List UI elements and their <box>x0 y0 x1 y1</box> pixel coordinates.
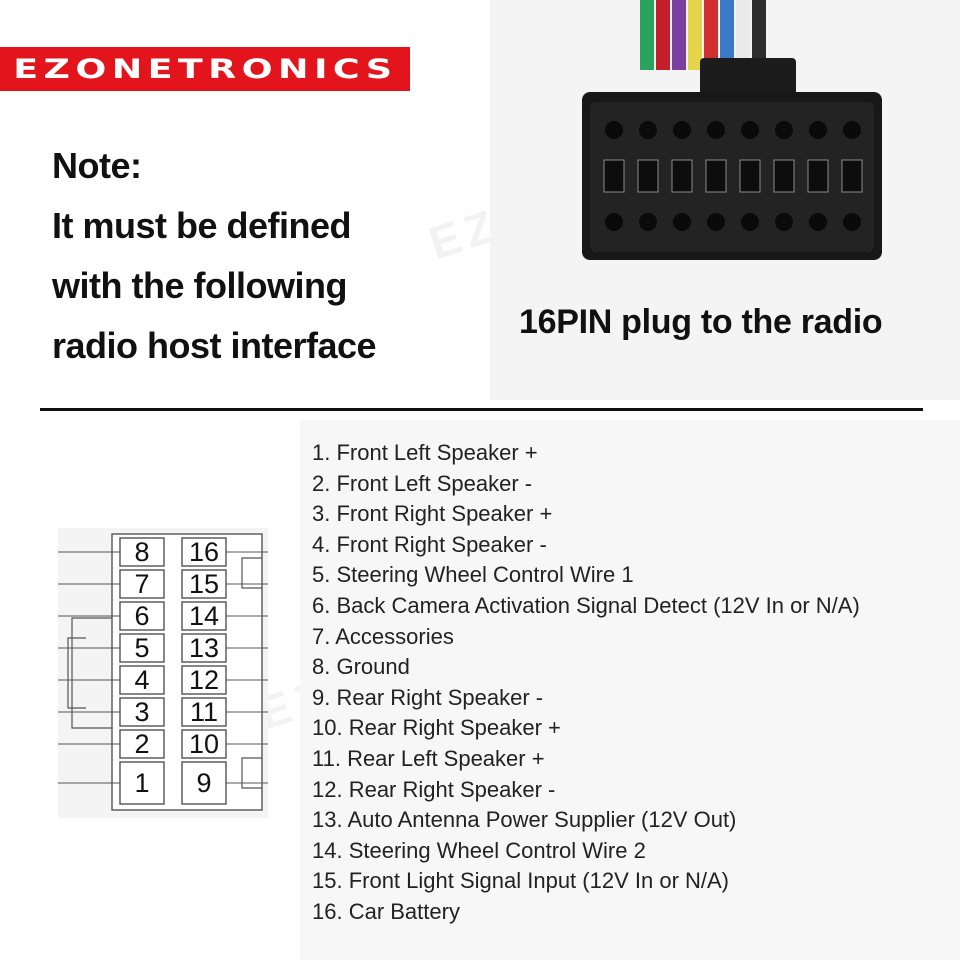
note-line: Note: <box>52 145 142 186</box>
pin-description: 11. Rear Left Speaker + <box>312 745 545 771</box>
pin-number: 14 <box>189 601 219 631</box>
connector-hole <box>707 121 725 139</box>
pin-number: 8 <box>134 537 149 567</box>
pin-box <box>181 569 227 599</box>
connector-hole <box>809 213 827 231</box>
note-line: It must be defined <box>52 205 352 246</box>
pin-description: 9. Rear Right Speaker - <box>312 684 544 710</box>
connector-hole <box>673 121 691 139</box>
connector-hole <box>741 213 759 231</box>
pin-number: 7 <box>134 569 149 599</box>
pinout-background <box>300 420 960 960</box>
pin-number: 16 <box>189 537 219 567</box>
pin-description: 10. Rear Right Speaker + <box>312 715 561 741</box>
pin-box <box>119 761 165 805</box>
pin-box <box>119 633 165 663</box>
pin-number: 12 <box>189 665 219 695</box>
pin-description-list: 1. Front Left Speaker + 2. Front Left Spe… <box>312 438 860 928</box>
divider <box>40 408 923 411</box>
pin-description: 5. Steering Wheel Control Wire 1 <box>312 562 634 588</box>
pin-number: 4 <box>134 665 149 695</box>
pin-description: 7. Accessories <box>312 623 454 649</box>
pin-description: 3. Front Right Speaker + <box>312 501 553 527</box>
connector-photo-image <box>582 0 882 260</box>
connector-hole <box>775 213 793 231</box>
connector-hole <box>671 159 693 193</box>
connector-photo <box>490 0 960 400</box>
pin-box <box>119 697 165 727</box>
brand-logo-text: EZONETRONICS <box>12 53 398 85</box>
connector-hole <box>739 159 761 193</box>
photo-caption: 16PIN plug to the radio <box>519 303 883 341</box>
pin-box <box>119 665 165 695</box>
pin-description: 15. Front Light Signal Input (12V In or … <box>312 868 730 894</box>
pin-number: 9 <box>196 768 211 798</box>
pin-description: 4. Front Right Speaker - <box>312 531 547 557</box>
note-text: Note: It must be defined with the follow… <box>52 136 472 376</box>
pin-description: 16. Car Battery <box>312 898 460 924</box>
pin-box <box>119 729 165 759</box>
connector-hole <box>843 121 861 139</box>
pin-description: 1. Front Left Speaker + <box>312 440 538 465</box>
pin-description: 6. Back Camera Activation Signal Detect … <box>312 592 860 618</box>
pin-box <box>181 761 227 805</box>
connector-hole <box>605 213 623 231</box>
connector-hole <box>841 159 863 193</box>
connector-hole <box>775 121 793 139</box>
pin-number: 10 <box>189 729 219 759</box>
note-line: with the following <box>52 265 347 306</box>
pin-description: 8. Ground <box>312 654 410 680</box>
brand-logo: EZONETRONICS <box>0 47 410 91</box>
pin-number: 2 <box>134 729 149 759</box>
pin-number: 1 <box>134 768 149 798</box>
pin-number: 15 <box>189 569 219 599</box>
pin-box <box>181 633 227 663</box>
pin-description: 13. Auto Antenna Power Supplier (12V Out… <box>312 807 737 833</box>
connector-hole <box>603 159 625 193</box>
connector-hole <box>705 159 727 193</box>
connector-hole <box>807 159 829 193</box>
connector-hole <box>741 121 759 139</box>
connector-hole <box>605 121 623 139</box>
connector-hole <box>639 213 657 231</box>
pin-box <box>181 537 227 567</box>
pin-number: 6 <box>134 601 149 631</box>
pin-box <box>181 697 227 727</box>
pin-box <box>119 601 165 631</box>
connector-hole <box>639 121 657 139</box>
pin-box <box>181 665 227 695</box>
pin-box <box>181 729 227 759</box>
pin-box <box>181 601 227 631</box>
pin-number: 13 <box>189 633 219 663</box>
pin-number: 11 <box>190 697 218 727</box>
pin-box <box>119 537 165 567</box>
connector-hole <box>707 213 725 231</box>
pin-description: 14. Steering Wheel Control Wire 2 <box>312 837 646 863</box>
connector-hole <box>673 213 691 231</box>
pin-box <box>119 569 165 599</box>
note-line: radio host interface <box>52 325 377 366</box>
connector-hole <box>773 159 795 193</box>
pin-number: 3 <box>134 697 149 727</box>
connector-hole <box>843 213 861 231</box>
pin-description: 12. Rear Right Speaker - <box>312 776 556 802</box>
connector-hole <box>637 159 659 193</box>
connector-hole <box>809 121 827 139</box>
pin-description: 2. Front Left Speaker - <box>312 470 533 496</box>
pin-number: 5 <box>134 633 149 663</box>
